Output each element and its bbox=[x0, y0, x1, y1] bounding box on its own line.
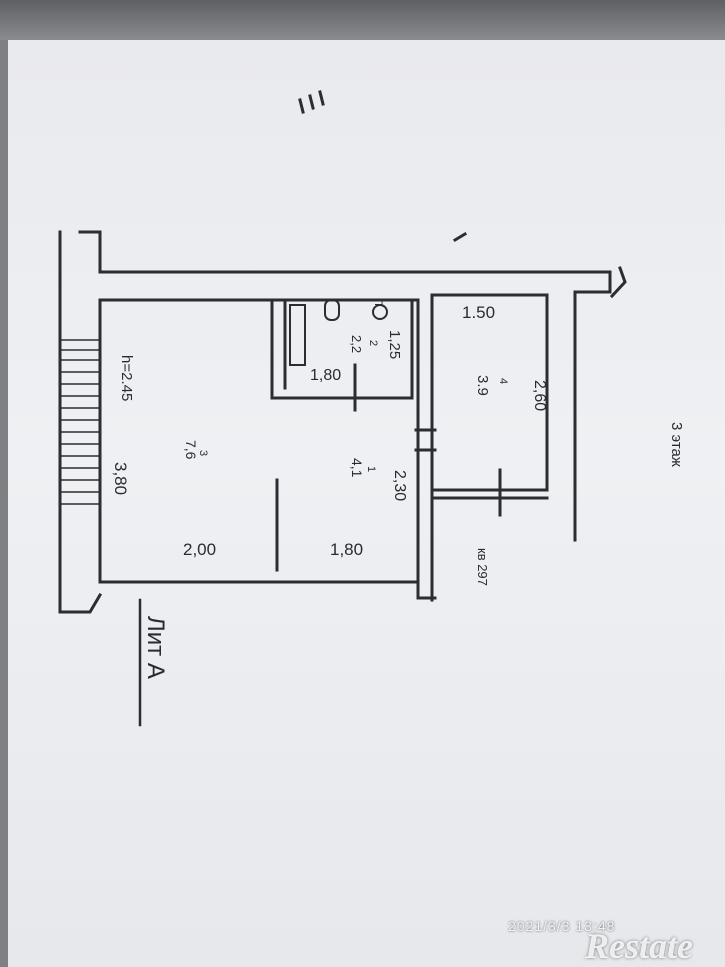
ceiling-height-label: h=2.45 bbox=[118, 355, 135, 401]
room1-number: 1 bbox=[365, 466, 377, 472]
dim-corridor-depth: 2,30 bbox=[391, 470, 408, 501]
sink-icon bbox=[372, 304, 388, 320]
apartment-number: кв 297 bbox=[475, 548, 490, 586]
dim-room3-width-b: 1,80 bbox=[330, 540, 363, 559]
dim-room4-depth: 2,60 bbox=[531, 380, 548, 411]
photo-edge-shadow bbox=[0, 0, 725, 40]
room2-area: 2,2 bbox=[349, 335, 364, 353]
dim-room4-width: 1.50 bbox=[462, 303, 495, 322]
room4-wall bbox=[430, 293, 549, 492]
room3-area: 7,6 bbox=[183, 440, 199, 460]
room3-number: 3 bbox=[197, 450, 209, 456]
room4-number: 4 bbox=[497, 378, 509, 384]
brand-watermark: Restate bbox=[585, 926, 693, 966]
room4-area: 3.9 bbox=[474, 375, 491, 396]
bathroom-wall bbox=[270, 298, 414, 400]
photo-date-stamp: 2021/3/3 13:48 bbox=[508, 918, 616, 934]
dim-bath-depth: 1,25 bbox=[386, 330, 403, 359]
room1-area: 4,1 bbox=[349, 458, 365, 478]
floor-label: 3 этаж bbox=[668, 422, 685, 467]
dim-bath-width: 1,80 bbox=[310, 367, 341, 384]
fixture-label: П bbox=[372, 298, 384, 306]
dim-room3-depth: 3,80 bbox=[111, 462, 130, 495]
paper-sheet bbox=[8, 40, 725, 967]
room2-number: 2 bbox=[367, 340, 379, 346]
letter-label: Лит А bbox=[142, 616, 169, 679]
outer-wall-top bbox=[98, 230, 612, 542]
toilet-icon bbox=[324, 299, 340, 321]
bathtub-icon bbox=[289, 304, 306, 366]
dim-room3-width-a: 2,00 bbox=[183, 540, 216, 559]
